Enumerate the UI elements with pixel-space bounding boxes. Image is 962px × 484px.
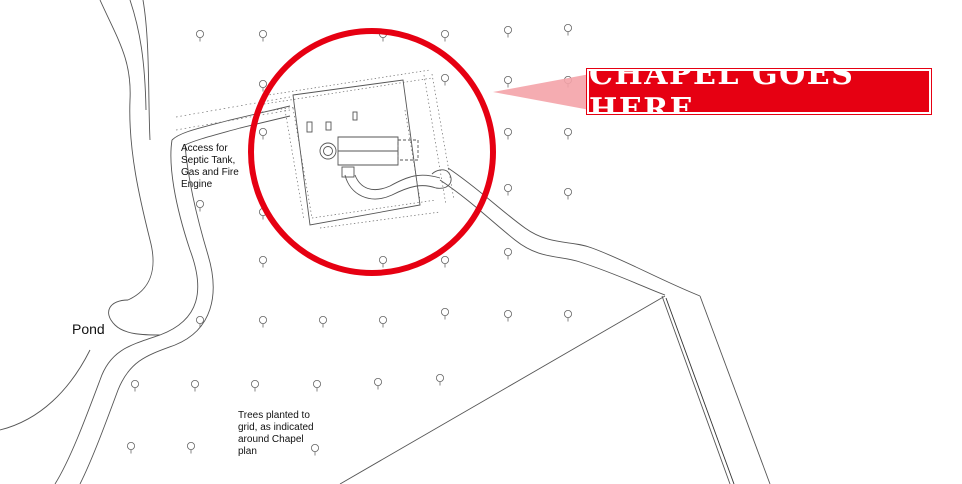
- driveway: [439, 167, 701, 297]
- highlight-circle: [248, 28, 496, 276]
- trees-note-line: plan: [238, 446, 257, 457]
- trees-note-line: Trees planted to: [238, 410, 310, 421]
- pond-label: Pond: [72, 321, 105, 337]
- chapel-callout-banner: CHAPEL GOES HERE: [586, 57, 932, 127]
- tree-grid: [127, 24, 572, 456]
- access-note-line: Engine: [181, 179, 213, 190]
- dotted-tree-rows: [175, 96, 291, 131]
- field-boundaries: [339, 295, 771, 484]
- access-note-line: Access for: [181, 143, 228, 154]
- trees-note-line: around Chapel: [238, 434, 304, 445]
- access-note-line: Gas and Fire: [181, 167, 239, 178]
- access-note: Access for Septic Tank, Gas and Fire Eng…: [181, 143, 261, 191]
- trees-note: Trees planted to grid, as indicated arou…: [238, 410, 348, 458]
- trees-note-line: grid, as indicated: [238, 422, 314, 433]
- chapel-plan: [261, 69, 455, 229]
- callout-pointer: [493, 74, 590, 110]
- access-road: [54, 105, 291, 484]
- access-note-line: Septic Tank,: [181, 155, 236, 166]
- site-boundary-lines: [0, 0, 154, 431]
